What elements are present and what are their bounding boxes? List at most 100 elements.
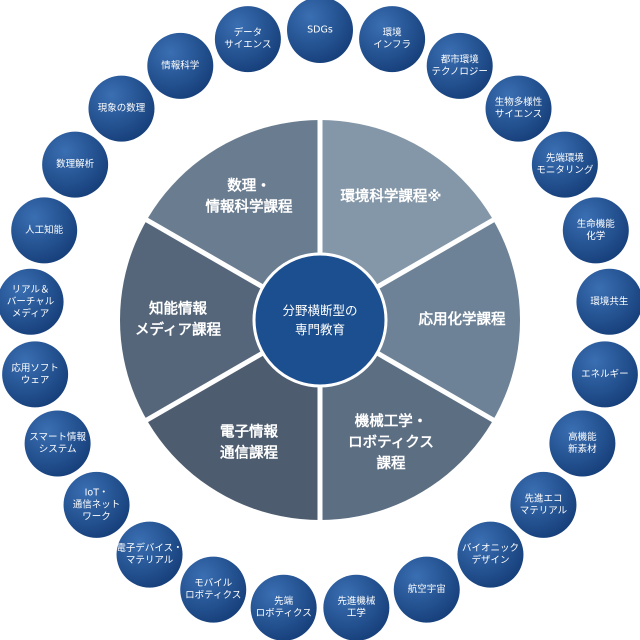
field-bubble-label: マテリアル <box>126 555 174 566</box>
field-bubble-circle <box>63 471 130 538</box>
field-bubble-circle <box>426 32 493 99</box>
field-bubble-circle <box>359 6 426 73</box>
field-bubble-label: エネルギー <box>581 369 629 380</box>
field-bubble-label: 環境共生 <box>590 295 629 307</box>
field-bubble-circle <box>457 521 524 588</box>
field-bubble-label: 環境 <box>383 27 403 39</box>
field-bubble-circle <box>250 574 317 640</box>
field-bubble-label: 現象の数理 <box>98 102 146 114</box>
sector-label-mech: 課程 <box>377 454 406 472</box>
field-bubble-circle <box>393 556 460 623</box>
field-bubble-label: テクノロジー <box>431 66 487 77</box>
field-bubble: 電子デバイス・マテリアル <box>116 521 183 588</box>
field-bubble: 環境共生 <box>576 268 640 335</box>
field-bubble-label: 情報科学 <box>161 59 199 71</box>
field-bubble-label: バーチャル <box>7 296 55 307</box>
field-bubble-label: モバイル <box>194 578 233 589</box>
field-bubble-circle <box>485 75 552 142</box>
field-bubble-circle <box>24 410 91 477</box>
sector-label-media: メディア課程 <box>135 321 221 339</box>
field-bubble: 航空宇宙 <box>393 556 460 623</box>
field-bubble-label: インフラ <box>373 40 411 51</box>
field-bubble-label: 数理解析 <box>56 158 95 170</box>
field-bubble-label: システム <box>39 444 77 455</box>
field-bubble-label: バイオニック <box>462 543 519 554</box>
field-bubble-label: 工学 <box>347 607 366 619</box>
field-bubble-label: 先端環境 <box>546 152 585 164</box>
field-bubble-circle <box>116 521 183 588</box>
field-bubble-label: 電子デバイス・ <box>116 542 182 554</box>
field-bubble-label: 先端 <box>274 595 294 607</box>
field-bubble-label: 航空宇宙 <box>408 583 446 595</box>
sector-label-math: 数理・ <box>227 177 271 195</box>
field-bubble-label: 都市環境 <box>441 53 480 65</box>
hub-circle <box>252 252 388 388</box>
field-bubble-circle <box>287 0 353 63</box>
field-bubble-circle <box>549 410 616 477</box>
field-bubble-circle <box>180 556 247 623</box>
sector-label-env: 環境科学課程※ <box>340 187 441 205</box>
field-bubble-circle <box>42 131 109 198</box>
sector-label-chem: 応用化学課程 <box>419 310 506 328</box>
field-bubble-label: ウェア <box>21 375 50 386</box>
field-bubble-label: スマート情報 <box>29 431 86 443</box>
field-bubble-label: 人工知能 <box>25 224 64 236</box>
field-bubble-label: 生物多様性 <box>495 96 543 108</box>
hub-label: 専門教育 <box>295 322 345 337</box>
field-bubble-circle <box>531 131 598 198</box>
field-bubble-label: 先進エコ <box>524 492 562 504</box>
sector-label-mech: ロボティクス <box>348 434 434 451</box>
sector-label-math: 情報科学課程 <box>206 198 293 216</box>
field-bubble-label: モニタリング <box>536 164 594 176</box>
field-bubble-label: 高機能 <box>568 431 597 443</box>
sector-divider <box>374 349 497 424</box>
sector-label-media: 知能情報 <box>149 300 207 318</box>
field-bubble-label: リアル＆ <box>12 284 50 295</box>
field-bubble-label: ロボティクス <box>185 590 241 601</box>
field-bubble-circle <box>88 75 155 142</box>
field-bubble: 人工知能 <box>11 197 78 264</box>
field-bubble-label: 応用ソフト <box>11 362 59 374</box>
field-bubble-label: ワーク <box>82 511 111 522</box>
field-bubble-circle <box>562 197 629 264</box>
course-wheel: 環境科学課程※応用化学課程機械工学・ロボティクス課程電子情報通信課程知能情報メデ… <box>120 118 520 522</box>
field-bubble-label: 生命機能 <box>577 218 616 230</box>
field-bubble-label: 通信ネット <box>73 498 121 510</box>
field-bubble-circle <box>510 471 577 538</box>
field-bubble-circle <box>11 197 78 264</box>
field-bubble-circle <box>0 268 64 335</box>
field-bubble: 数理解析 <box>42 131 109 198</box>
sector-divider <box>143 349 266 424</box>
sector-divider <box>374 216 497 291</box>
sector-label-mech: 機械工学・ <box>355 412 428 430</box>
field-bubble-label: 化学 <box>586 230 605 242</box>
sector-chem <box>320 219 520 421</box>
sector-divider <box>143 216 266 291</box>
field-bubble-label: SDGs <box>307 25 333 36</box>
field-bubble-circle <box>576 268 640 335</box>
field-bubble-label: 新素材 <box>568 443 597 455</box>
field-bubble: SDGs <box>287 0 353 63</box>
field-bubble: 情報科学 <box>147 32 214 99</box>
field-bubble-circle <box>147 32 214 99</box>
sector-label-elec: 電子情報 <box>220 422 278 440</box>
field-bubble: 現象の数理 <box>88 75 155 142</box>
